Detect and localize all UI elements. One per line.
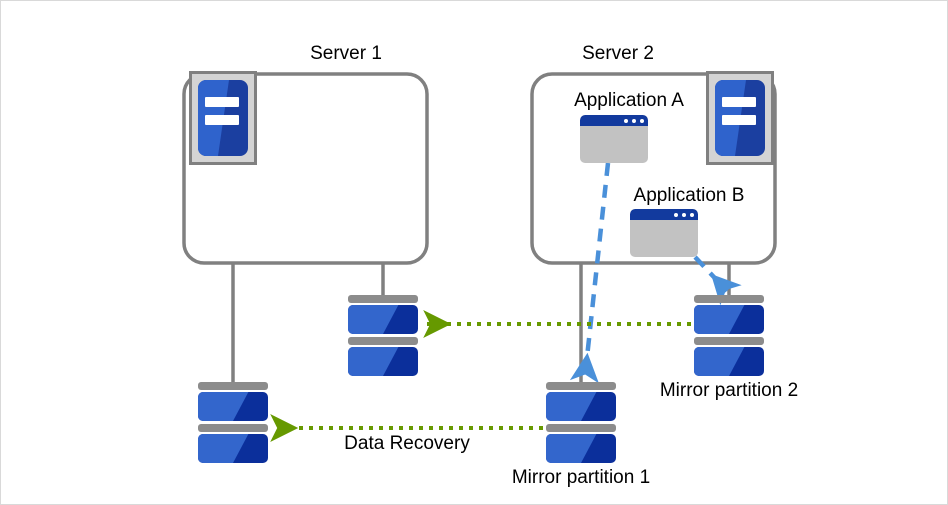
data-recovery-label: Data Recovery	[344, 433, 470, 454]
server1-title: Server 1	[310, 43, 382, 64]
disk-cap	[694, 337, 764, 345]
server2-enclosure	[530, 72, 777, 265]
disk-plate	[546, 392, 616, 421]
disk-cap	[546, 424, 616, 432]
disk-unit	[694, 295, 764, 334]
application-a-window-icon	[580, 115, 648, 163]
disk-cap	[348, 337, 418, 345]
application-a-titlebar	[580, 115, 648, 126]
server1-slot-bar-1	[205, 96, 239, 107]
disk-plate	[198, 434, 268, 463]
disk-unit	[694, 337, 764, 376]
disk-cap	[694, 295, 764, 303]
server2-slot-bar-1	[722, 96, 756, 107]
mirror-partition-2-label: Mirror partition 2	[659, 380, 799, 401]
window-dot-icon	[674, 212, 678, 217]
server1-tower-body	[198, 80, 248, 156]
server2-title: Server 2	[582, 43, 654, 64]
server2-tower-icon	[706, 71, 774, 165]
server2-tower-body	[715, 80, 765, 156]
application-b-titlebar	[630, 209, 698, 220]
disk-plate	[694, 305, 764, 334]
server2-slot-bar-2	[722, 114, 756, 125]
disk-plate	[348, 305, 418, 334]
disk-cap	[198, 382, 268, 390]
disk-cap	[348, 295, 418, 303]
disk-unit	[198, 424, 268, 463]
disk-unit	[546, 424, 616, 463]
disk-plate	[348, 347, 418, 376]
window-dot-icon	[632, 118, 636, 123]
window-dot-icon	[624, 118, 628, 123]
io-arrow-app-a-to-mirror1	[569, 162, 611, 384]
disk-cap	[198, 424, 268, 432]
server1-slot-bar-2	[205, 114, 239, 125]
disk-cap	[546, 382, 616, 390]
mirror-partition-1-disk	[546, 382, 616, 463]
application-b-label: Application B	[633, 185, 745, 206]
window-dot-icon	[690, 212, 694, 217]
server1-enclosure	[182, 72, 429, 265]
disk-unit	[198, 382, 268, 421]
disk-plate	[198, 392, 268, 421]
disk-unit	[546, 382, 616, 421]
disk-plate	[694, 347, 764, 376]
application-b-window-icon	[630, 209, 698, 257]
window-dot-icon	[682, 212, 686, 217]
disk-unit	[348, 295, 418, 334]
server1-tower-icon	[189, 71, 257, 165]
application-a-label: Application A	[574, 90, 684, 111]
mirror-partition-2-disk	[694, 295, 764, 376]
disk-plate	[546, 434, 616, 463]
server1-local-disk	[198, 382, 268, 463]
server1-recovered-disk	[348, 295, 418, 376]
mirror-partition-1-label: Mirror partition 1	[511, 467, 651, 488]
disk-unit	[348, 337, 418, 376]
window-dot-icon	[640, 118, 644, 123]
